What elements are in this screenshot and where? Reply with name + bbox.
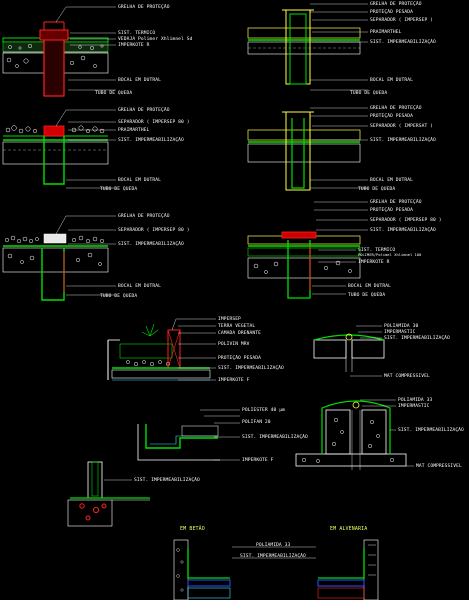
d1-label-3: VEDAJA Polimer Xhlimnel Sd: [118, 36, 193, 42]
d2-label-5: SIST. IMPERMEABILIZAÇÃO: [370, 38, 436, 45]
detail-4-roof-drain-separator: GRELHA DE PROTEÇÃO PROTEÇÃO PESADA SEPAR…: [247, 104, 436, 192]
d5-bottom-label-2: TUBO DE QUEDA: [100, 293, 137, 299]
d3-label-4: SIST. IMPERMEABILIZAÇÃO: [118, 136, 184, 143]
d2-bottom-label-1: BOCAL EM DUTRAL: [370, 77, 413, 83]
d1-bottom-label-2: TUBO DE QUEDA: [95, 90, 132, 96]
d7-label-7: IMPERKOTE F: [218, 377, 250, 383]
detail-1-roof-drain-with-pipe: GRELHA DE PROTEÇÃO SIST. TERMICO VEDAJA …: [2, 3, 193, 97]
d10-label-2: IMPERMASTIC: [398, 403, 430, 409]
detail-10-raised-expansion-joint: POLIAMIDA 33 IMPERMASTIC SIST. IMPERMEAB…: [295, 397, 464, 470]
d10-label-3: SIST. IMPERMEABILIZAÇÃO: [398, 426, 464, 433]
d1-label-1: GRELHA DE PROTEÇÃO: [118, 3, 170, 10]
d2-label-4: PRAIMARTHEL: [370, 29, 402, 35]
detail-2-roof-drain-heavy-protection: GRELHA DE PROTEÇÃO PROTEÇÃO PESADA SEPAR…: [247, 0, 436, 96]
d9-label-3: SIST. IMPERMEABILIZAÇÃO: [242, 433, 308, 440]
d1-label-4: IMPERKOTE R: [118, 42, 150, 48]
d3-bottom-label-2: TUBO DE QUEDA: [100, 186, 137, 192]
detail-7-green-roof-section: IMPERSEP TERRA VEGETAL CAMADA DRENANTE P…: [107, 316, 284, 383]
d6-label-1: GRELHA DE PROTEÇÃO: [370, 198, 422, 205]
d7-label-2: TERRA VEGETAL: [218, 323, 255, 329]
d7-label-5: PROTEÇÃO PESADA: [218, 354, 261, 361]
d8-label-4: MAT COMPRESSIVEL: [384, 373, 430, 379]
d5-bottom-label-1: BOCAL EM DUTRAL: [118, 283, 161, 289]
d2-label-2: PROTEÇÃO PESADA: [370, 8, 413, 15]
detail-6-roof-drain-insulated: GRELHA DE PROTEÇÃO PROTEÇÃO PESADA SEPAR…: [247, 198, 442, 299]
d11-label-1: SIST. IMPERMEABILIZAÇÃO: [134, 476, 200, 483]
d6-mid-label-1: SIST. TERMICO: [358, 247, 395, 253]
d1-label-2: SIST. TERMICO: [118, 30, 155, 36]
d3-bottom-label-1: BOCAL EM DUTRAL: [118, 177, 161, 183]
d7-label-6: SIST. IMPERMEABILIZAÇÃO: [218, 364, 284, 371]
d12-label-2: SIST. IMPERMEABILIZAÇÃO: [240, 552, 306, 559]
d5-label-3: SIST. IMPERMEABILIZAÇÃO: [118, 240, 184, 247]
d9-label-1: POLIESTER 40 µm: [242, 407, 285, 413]
d3-label-3: PRAIMARTHEL: [118, 127, 150, 133]
d8-label-1: POLIAMIDA 30: [384, 323, 419, 329]
d4-label-2: PROTEÇÃO PESADA: [370, 112, 413, 119]
d4-label-3: SEPARADOR ( IMPERSAT ): [370, 123, 433, 129]
d5-label-2: SEPARADOR ( IMPERSEP 80 ): [118, 227, 190, 233]
d7-label-4: POLIVIN MRV: [218, 341, 250, 347]
d3-label-2: SEPARADOR ( IMPERSEP 80 ): [118, 119, 190, 125]
detail-3-roof-drain-gravel: GRELHA DE PROTEÇÃO SEPARADOR ( IMPERSEP …: [2, 106, 190, 192]
detail-9-step-upturn: POLIESTER 40 µm POLIFAN 20 SIST. IMPERME…: [137, 407, 308, 463]
d10-label-4: MAT COMPRESSIVEL: [416, 463, 462, 469]
d12-caption-concrete: EM BETÃO: [180, 525, 205, 532]
d10-label-1: POLIAMIDA 33: [398, 397, 433, 403]
d6-label-4: SIST. IMPERMEABILIZAÇÃO: [370, 226, 436, 233]
d8-label-2: IMPERMASTIC: [384, 329, 416, 335]
d12-label-1: POLIAMIDA 33: [256, 542, 291, 548]
d9-label-4: IMPERKOTE F: [242, 457, 274, 463]
d4-label-1: GRELHA DE PROTEÇÃO: [370, 104, 422, 111]
d6-mid-label-2: POLIMER/Polimel Xhlimnel 100: [358, 253, 421, 257]
detail-12-wall-upturns: EM BETÃO EM ALVENARIA POLIAMIDA 33 SIST.…: [173, 525, 379, 600]
d2-bottom-label-2: TUBO DE QUEDA: [350, 90, 387, 96]
d3-label-1: GRELHA DE PROTEÇÃO: [118, 106, 170, 113]
d7-label-3: CAMADA DRENANTE: [218, 330, 261, 336]
d4-bottom-label-1: BOCAL EM DUTRAL: [370, 177, 413, 183]
d6-label-2: PROTEÇÃO PESADA: [370, 206, 413, 213]
d6-label-3: SEPARADOR ( IMPERSEP 80 ): [370, 217, 442, 223]
d9-label-2: POLIFAN 20: [242, 419, 271, 425]
d4-label-4: SIST. IMPERMEABILIZAÇÃO: [370, 136, 436, 143]
detail-8-expansion-joint-flat: POLIAMIDA 30 IMPERMASTIC SIST. IMPERMEAB…: [313, 323, 450, 379]
d6-mid-label-3: IMPERKOTE R: [358, 259, 390, 265]
d5-label-1: GRELHA DE PROTEÇÃO: [118, 212, 170, 219]
d4-bottom-label-2: TUBO DE QUEDA: [358, 186, 395, 192]
d2-label-3: SEPARADOR ( IMPERSEP ): [370, 17, 433, 23]
d2-label-1: GRELHA DE PROTEÇÃO: [370, 0, 422, 7]
d1-bottom-label-1: BOCAL EM DUTRAL: [118, 77, 161, 83]
d7-label-1: IMPERSEP: [218, 316, 241, 322]
detail-5-roof-drain-protection-grid: GRELHA DE PROTEÇÃO SEPARADOR ( IMPERSEP …: [2, 212, 190, 301]
d6-bottom-label-2: TUBO DE QUEDA: [348, 292, 385, 298]
d6-bottom-label-1: BOCAL EM DUTRAL: [348, 283, 391, 289]
d12-caption-masonry: EM ALVENARIA: [330, 526, 367, 532]
d8-label-3: SIST. IMPERMEABILIZAÇÃO: [384, 334, 450, 341]
detail-11-parapet-base: SIST. IMPERMEABILIZAÇÃO: [67, 461, 200, 527]
